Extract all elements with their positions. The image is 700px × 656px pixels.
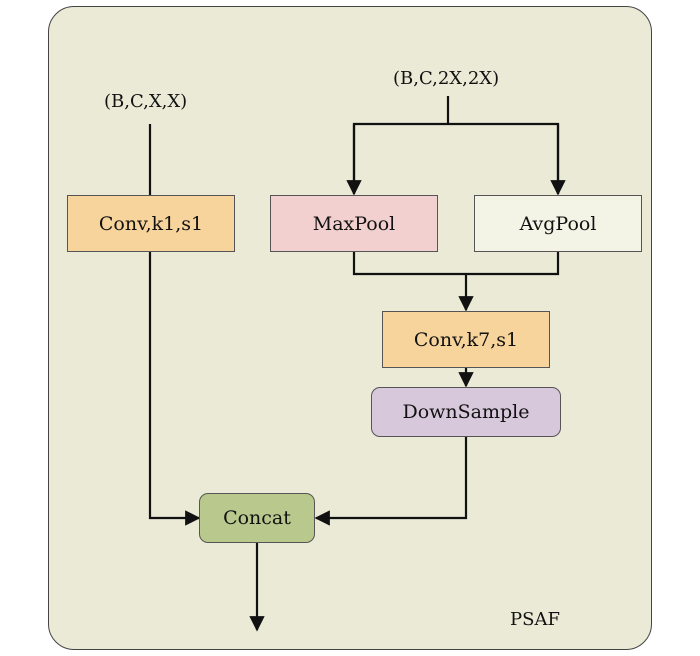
avgpool-block: AvgPool bbox=[474, 195, 642, 252]
line-split bbox=[352, 122, 560, 194]
downsample-block: DownSample bbox=[371, 387, 561, 437]
arrow-conv-k1-to-concat bbox=[148, 252, 201, 526]
arrow-downsample-to-concat bbox=[314, 437, 468, 526]
right-input-shape: (B,C,2X,2X) bbox=[393, 68, 500, 89]
conv-k1-block: Conv,k1,s1 bbox=[67, 195, 235, 252]
module-label: PSAF bbox=[510, 609, 560, 630]
diagram-panel bbox=[48, 6, 652, 650]
line-merge bbox=[352, 252, 560, 276]
conv-k7-block: Conv,k7,s1 bbox=[382, 311, 550, 368]
maxpool-block: MaxPool bbox=[270, 195, 438, 252]
concat-block: Concat bbox=[199, 493, 315, 543]
left-input-shape: (B,C,X,X) bbox=[104, 91, 188, 112]
